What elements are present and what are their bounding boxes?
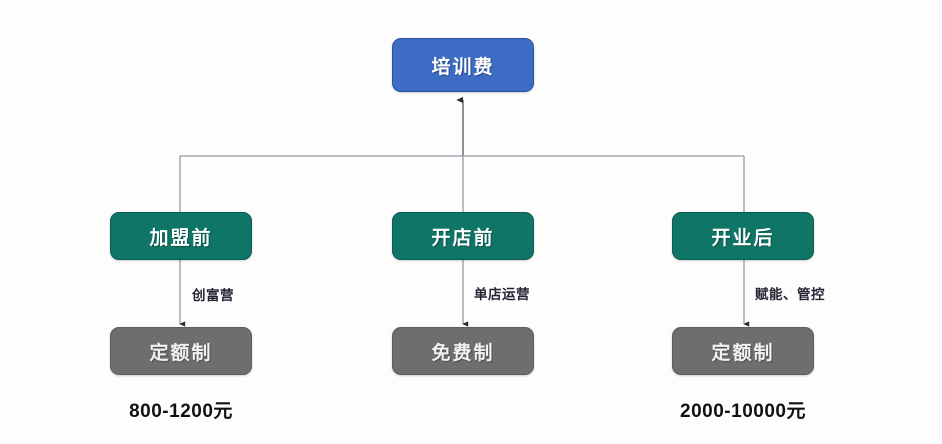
node-stage-before-joining[interactable]: 加盟前 (110, 212, 252, 260)
node-stage-label: 开业后 (711, 227, 775, 249)
node-root-training-fee[interactable]: 培训费 (392, 38, 534, 92)
node-scheme-label: 定额制 (149, 342, 213, 364)
edge-label-branch-2: 单店运营 (474, 283, 530, 303)
node-stage-after-opening[interactable]: 开业后 (672, 212, 814, 260)
node-root-label: 培训费 (431, 56, 495, 78)
edge-label-branch-3: 赋能、管控 (755, 283, 825, 303)
edge-label-text: 创富营 (192, 288, 234, 303)
node-scheme-label: 定额制 (711, 342, 775, 364)
node-stage-before-store-opening[interactable]: 开店前 (392, 212, 534, 260)
amount-label-text: 2000-10000元 (680, 401, 806, 422)
node-scheme-fixed-amount-3[interactable]: 定额制 (672, 327, 814, 375)
node-scheme-free-2[interactable]: 免费制 (392, 327, 534, 375)
amount-label-branch-1: 800-1200元 (110, 396, 252, 423)
amount-label-branch-3: 2000-10000元 (658, 396, 828, 423)
node-scheme-label: 免费制 (431, 342, 495, 364)
amount-label-text: 800-1200元 (129, 401, 233, 422)
edge-label-text: 赋能、管控 (755, 287, 825, 302)
edge-label-text: 单店运营 (474, 287, 530, 302)
node-stage-label: 加盟前 (149, 227, 213, 249)
edge-label-branch-1: 创富营 (192, 284, 234, 304)
node-scheme-fixed-amount-1[interactable]: 定额制 (110, 327, 252, 375)
node-stage-label: 开店前 (431, 227, 495, 249)
